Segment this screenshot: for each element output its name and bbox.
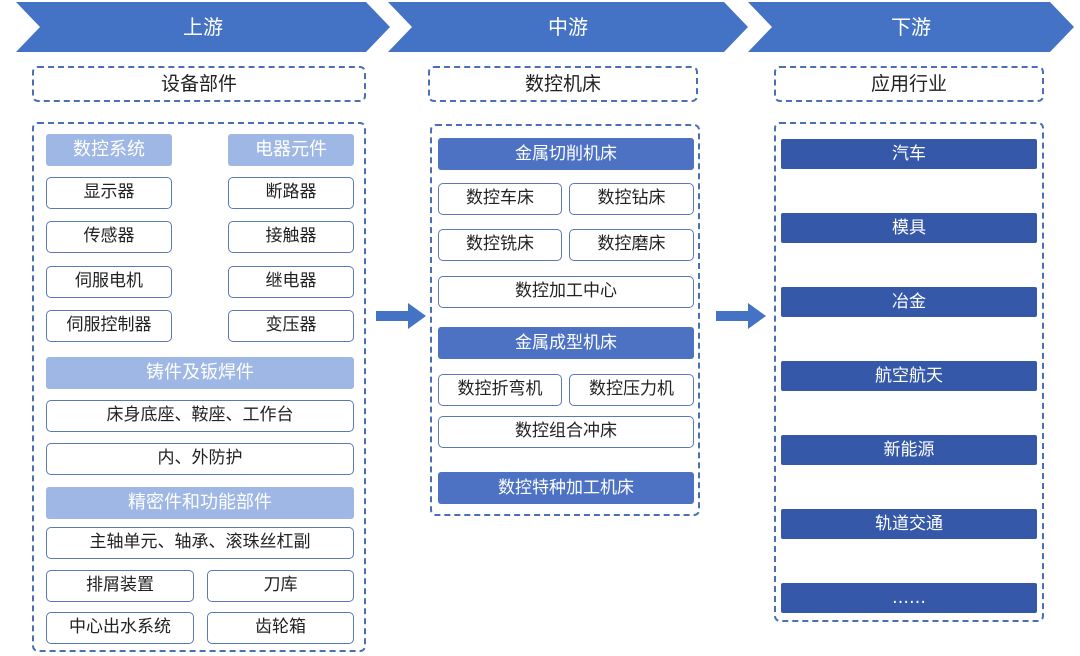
item-tool-magazine: 刀库 xyxy=(207,570,354,602)
item-machining-center: 数控加工中心 xyxy=(438,276,694,308)
item-cnc-grinder: 数控磨床 xyxy=(569,229,694,261)
item-sensor: 传感器 xyxy=(46,221,172,253)
section-metal-cutting: 金属切削机床 xyxy=(438,138,694,170)
industry-aerospace: 航空航天 xyxy=(781,361,1037,391)
item-cnc-mill: 数控铣床 xyxy=(438,229,562,261)
stage-label: 下游 xyxy=(891,15,931,39)
item-servo-controller: 伺服控制器 xyxy=(46,310,172,342)
category-cnc-machine: 数控机床 xyxy=(428,66,698,102)
section-castings: 铸件及钣焊件 xyxy=(46,357,354,389)
section-special-machining: 数控特种加工机床 xyxy=(438,472,694,504)
arrow-right-icon xyxy=(376,303,426,329)
item-relay: 继电器 xyxy=(228,266,354,298)
item-breaker: 断路器 xyxy=(228,177,354,209)
item-display: 显示器 xyxy=(46,177,172,209)
stage-label: 上游 xyxy=(183,15,223,39)
industry-metallurgy: 冶金 xyxy=(781,287,1037,317)
section-metal-forming: 金属成型机床 xyxy=(438,327,694,359)
item-punch-press: 数控组合冲床 xyxy=(438,416,694,448)
item-contactor: 接触器 xyxy=(228,221,354,253)
chevron-shape xyxy=(16,2,390,52)
item-press-brake: 数控折弯机 xyxy=(438,374,562,406)
stage-downstream: 下游 xyxy=(748,2,1074,52)
industry-mold: 模具 xyxy=(781,213,1037,243)
stage-label: 中游 xyxy=(548,15,588,39)
item-press: 数控压力机 xyxy=(569,374,694,406)
industry-auto: 汽车 xyxy=(781,139,1037,169)
chevron-shape xyxy=(388,2,748,52)
chevron-shape xyxy=(748,2,1074,52)
industry-new-energy: 新能源 xyxy=(781,435,1037,465)
item-protection: 内、外防护 xyxy=(46,443,354,475)
item-cnc-lathe: 数控车床 xyxy=(438,183,562,215)
stage-upstream: 上游 xyxy=(16,2,390,52)
arrow-right-icon xyxy=(716,303,766,329)
category-applications: 应用行业 xyxy=(774,66,1044,102)
item-coolant-system: 中心出水系统 xyxy=(46,612,194,644)
category-equipment-parts: 设备部件 xyxy=(32,66,366,102)
section-precision: 精密件和功能部件 xyxy=(46,487,354,519)
section-electrical: 电器元件 xyxy=(228,134,354,166)
item-chip-conveyor: 排屑装置 xyxy=(46,570,194,602)
item-gearbox: 齿轮箱 xyxy=(207,612,354,644)
item-servo-motor: 伺服电机 xyxy=(46,266,172,298)
stage-midstream: 中游 xyxy=(388,2,748,52)
industry-rail-transit: 轨道交通 xyxy=(781,509,1037,539)
section-cnc-system: 数控系统 xyxy=(46,134,172,166)
industry-more: …… xyxy=(781,583,1037,613)
item-bed-base: 床身底座、鞍座、工作台 xyxy=(46,400,354,432)
item-cnc-drill: 数控钻床 xyxy=(569,183,694,215)
item-transformer: 变压器 xyxy=(228,310,354,342)
item-spindle: 主轴单元、轴承、滚珠丝杠副 xyxy=(46,527,354,559)
